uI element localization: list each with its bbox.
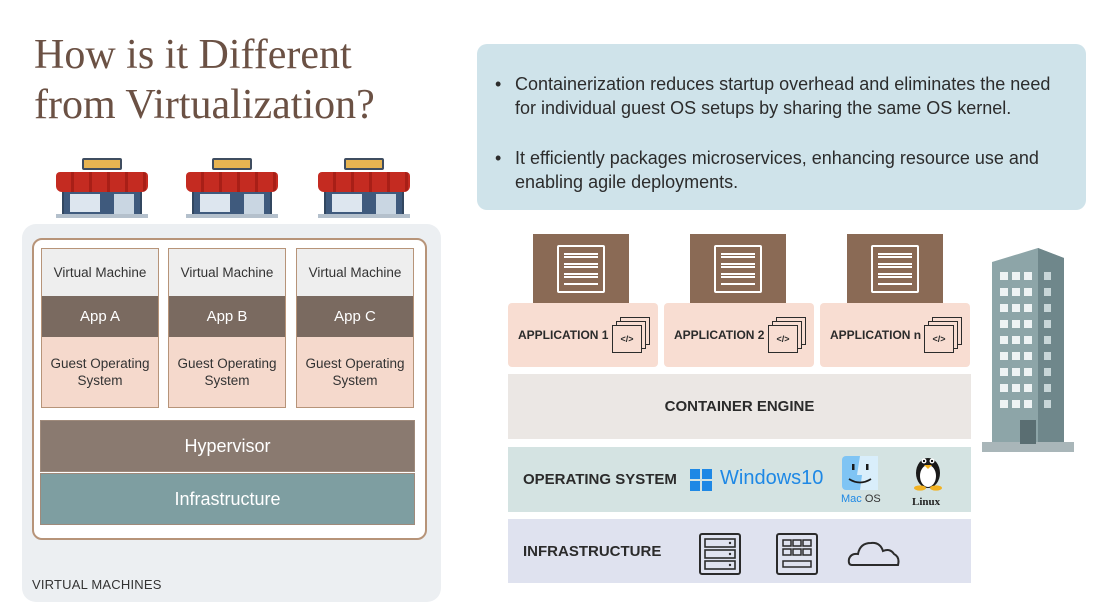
vm-column-a: Virtual Machine App A Guest Operating Sy… — [41, 248, 159, 408]
linux-label: Linux — [912, 496, 941, 508]
server-icon — [690, 234, 786, 304]
vm-title: Virtual Machine — [42, 249, 158, 296]
vm-app: App B — [169, 296, 285, 337]
bullet-1: Containerization reduces startup overhea… — [495, 72, 1072, 120]
vm-column-c: Virtual Machine App C Guest Operating Sy… — [296, 248, 414, 408]
operating-system-layer: OPERATING SYSTEM Windows10 Mac OS Linux — [508, 447, 971, 512]
vm-guest-os: Guest Operating System — [297, 337, 413, 407]
storefront-icon — [186, 158, 278, 218]
vm-guest-os: Guest Operating System — [169, 337, 285, 407]
operating-system-label: OPERATING SYSTEM — [523, 471, 677, 488]
storefront-icon — [318, 158, 410, 218]
code-window-icon: </> — [924, 317, 962, 353]
windows-label: Windows10 — [720, 467, 824, 489]
title-line-1: How is it Different — [34, 32, 352, 78]
building-icon — [982, 248, 1074, 452]
bullet-2: It efficiently packages microservices, e… — [495, 146, 1072, 194]
application-label: APPLICATION 2 — [674, 328, 765, 342]
macos-label: Mac OS — [841, 493, 881, 505]
macos-label-suffix: OS — [861, 493, 881, 505]
virtual-machines-label: VIRTUAL MACHINES — [32, 577, 162, 592]
vm-guest-os: Guest Operating System — [42, 337, 158, 407]
container-engine-layer: CONTAINER ENGINE — [508, 374, 971, 439]
container-infrastructure-layer: INFRASTRUCTURE — [508, 519, 971, 583]
cloud-icon — [847, 541, 900, 566]
vm-app: App C — [297, 296, 413, 337]
vm-app: App A — [42, 296, 158, 337]
server-grid-icon — [776, 533, 818, 575]
hypervisor-layer: Hypervisor — [40, 420, 415, 472]
page-title: How is it Different from Virtualization? — [34, 30, 454, 130]
application-box-n: APPLICATION n </> — [820, 303, 970, 367]
code-window-icon: </> — [768, 317, 806, 353]
vm-infrastructure-layer: Infrastructure — [40, 473, 415, 525]
server-icon — [533, 234, 629, 304]
application-box-1: APPLICATION 1 </> — [508, 303, 658, 367]
tux-icon — [914, 458, 942, 491]
vm-column-b: Virtual Machine App B Guest Operating Sy… — [168, 248, 286, 408]
server-icon — [847, 234, 943, 304]
application-box-2: APPLICATION 2 </> — [664, 303, 814, 367]
infrastructure-label: INFRASTRUCTURE — [523, 543, 662, 560]
vm-title: Virtual Machine — [169, 249, 285, 296]
server-rack-icon — [699, 533, 741, 575]
storefront-icon — [56, 158, 148, 218]
vm-title: Virtual Machine — [297, 249, 413, 296]
macos-label-prefix: Mac — [841, 493, 862, 505]
code-window-icon: </> — [612, 317, 650, 353]
application-label: APPLICATION 1 — [518, 328, 609, 342]
summary-box: Containerization reduces startup overhea… — [477, 44, 1086, 210]
application-label: APPLICATION n — [830, 328, 922, 342]
windows-logo-icon — [690, 469, 712, 491]
finder-icon — [842, 456, 878, 490]
title-line-2: from Virtualization? — [34, 82, 375, 128]
